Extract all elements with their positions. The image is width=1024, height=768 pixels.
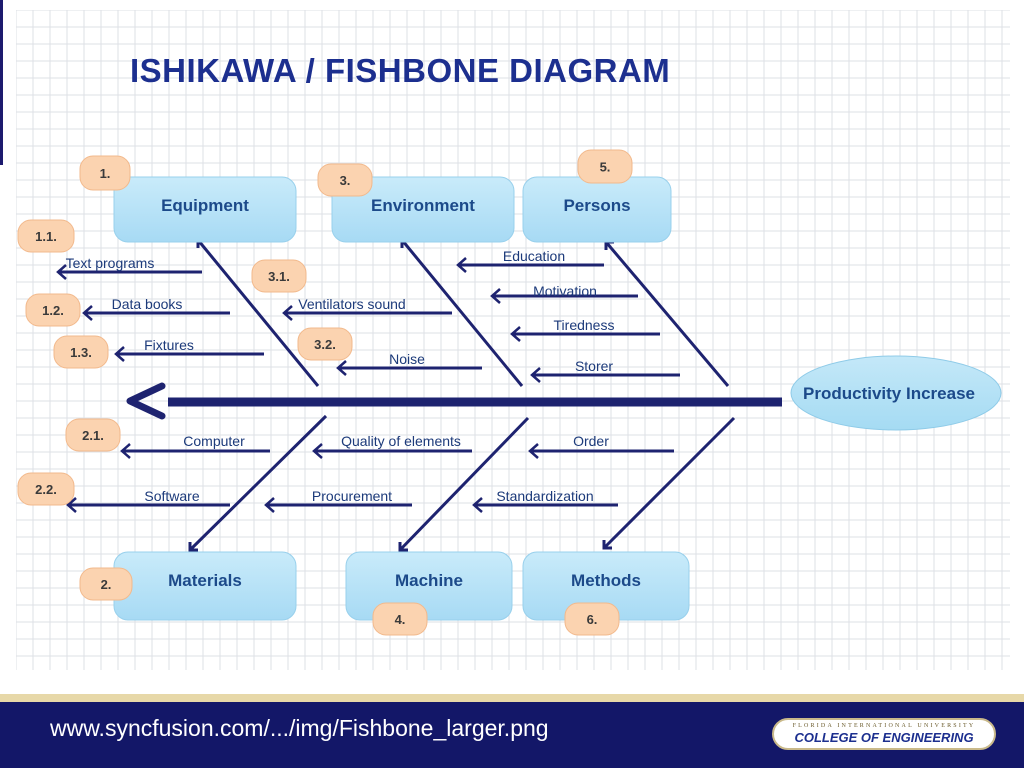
college-logo: FLORIDA INTERNATIONAL UNIVERSITY COLLEGE… <box>772 718 996 750</box>
cause-label-storer: Storer <box>575 358 613 374</box>
number-badge-computer <box>65 418 121 452</box>
footer-bar: www.syncfusion.com/.../img/Fishbone_larg… <box>0 702 1024 768</box>
effect-label: Productivity Increase <box>803 384 975 403</box>
cause-arrow-standardization <box>472 497 483 513</box>
number-badge-data-books <box>25 293 81 327</box>
category-box-equipment <box>113 176 297 243</box>
category-label-environment: Environment <box>371 196 475 215</box>
bone-arrow-materials <box>188 542 198 552</box>
number-badge-machine <box>372 602 428 636</box>
number-badge-text-fixtures: 1.3. <box>70 345 92 360</box>
number-badge-text-persons: 5. <box>600 160 611 175</box>
bone-machine <box>398 416 530 552</box>
number-badge-text-materials: 2. <box>101 577 112 592</box>
footer-divider <box>0 694 1024 702</box>
cause-label-text-programs: Text programs <box>66 255 155 271</box>
cause-label-order: Order <box>573 433 609 449</box>
cause-label-noise: Noise <box>389 351 425 367</box>
cause-label-software: Software <box>144 488 199 504</box>
number-badge-text-ventilators-sound: 3.1. <box>268 269 290 284</box>
bone-equipment <box>196 239 320 387</box>
bone-arrow-methods <box>602 540 612 550</box>
slide-title: ISHIKAWA / FISHBONE DIAGRAM <box>130 52 671 89</box>
category-label-persons: Persons <box>563 196 630 215</box>
category-label-methods: Methods <box>571 571 641 590</box>
cause-label-motivation: Motivation <box>533 283 597 299</box>
fishbone-diagram: Productivity Increase Equipment Environmen… <box>17 149 1002 636</box>
labels-layer: Productivity Increase Equipment Environmen… <box>35 160 975 628</box>
effect-ellipse <box>790 355 1002 431</box>
cause-arrow-computer <box>120 443 131 459</box>
left-accent-bar <box>0 0 3 165</box>
number-badge-text-noise: 3.2. <box>314 337 336 352</box>
number-badge-equipment <box>79 155 131 191</box>
number-badge-text-software: 2.2. <box>35 482 57 497</box>
cause-label-ventilators-sound: Ventilators sound <box>298 296 405 312</box>
cause-arrow-tiredness <box>510 326 521 342</box>
number-badge-text-equipment: 1. <box>100 166 111 181</box>
number-badge-text-computer: 2.1. <box>82 428 104 443</box>
number-badge-text-environment: 3. <box>340 173 351 188</box>
cause-arrow-motivation <box>490 288 501 304</box>
number-badge-methods <box>564 602 620 636</box>
cause-label-fixtures: Fixtures <box>144 337 194 353</box>
cause-label-computer: Computer <box>183 433 245 449</box>
spine-arrow-head <box>126 382 166 420</box>
category-box-environment <box>331 176 515 243</box>
category-label-machine: Machine <box>395 571 463 590</box>
cause-label-procurement: Procurement <box>312 488 392 504</box>
number-badge-fixtures <box>53 335 109 369</box>
cause-arrow-quality-of-elements <box>312 443 323 459</box>
cause-label-tiredness: Tiredness <box>554 317 615 333</box>
logo-college-text: COLLEGE OF ENGINEERING <box>794 730 974 745</box>
cause-arrow-education <box>456 257 467 273</box>
number-badge-noise <box>297 327 353 361</box>
footer-source-url: www.syncfusion.com/.../img/Fishbone_larg… <box>50 715 549 741</box>
cause-label-education: Education <box>503 248 565 264</box>
number-badge-text-data-books: 1.2. <box>42 303 64 318</box>
cause-arrow-procurement <box>264 497 275 513</box>
cause-arrow-fixtures <box>114 346 125 362</box>
categories-layer <box>17 149 1002 636</box>
bone-arrow-machine <box>398 542 408 552</box>
number-badge-materials <box>79 567 133 601</box>
number-badge-text-text-programs: 1.1. <box>35 229 57 244</box>
cause-arrow-order <box>528 443 539 459</box>
cause-label-data-books: Data books <box>112 296 183 312</box>
cause-label-quality-of-elements: Quality of elements <box>341 433 461 449</box>
bones-layer <box>56 238 782 552</box>
bone-persons <box>604 241 730 387</box>
logo-university-text: FLORIDA INTERNATIONAL UNIVERSITY <box>792 723 976 729</box>
number-badge-ventilators-sound <box>251 259 307 293</box>
cause-arrow-data-books <box>82 305 93 321</box>
bone-methods <box>602 416 736 550</box>
cause-label-standardization: Standardization <box>496 488 593 504</box>
cause-arrow-storer <box>530 367 541 383</box>
cause-arrow-noise <box>336 360 347 376</box>
number-badge-text-machine: 4. <box>395 612 406 627</box>
bone-environment <box>400 239 524 387</box>
cause-arrow-text-programs <box>56 264 67 280</box>
category-label-equipment: Equipment <box>161 196 249 215</box>
cause-arrow-software <box>66 497 77 513</box>
category-label-materials: Materials <box>168 571 242 590</box>
number-badge-software <box>17 472 75 506</box>
number-badge-environment <box>317 163 373 197</box>
bone-materials <box>188 414 328 552</box>
number-badge-text-methods: 6. <box>587 612 598 627</box>
number-badge-persons <box>577 149 633 184</box>
cause-arrow-ventilators-sound <box>282 305 293 321</box>
number-badge-text-programs <box>17 219 75 253</box>
